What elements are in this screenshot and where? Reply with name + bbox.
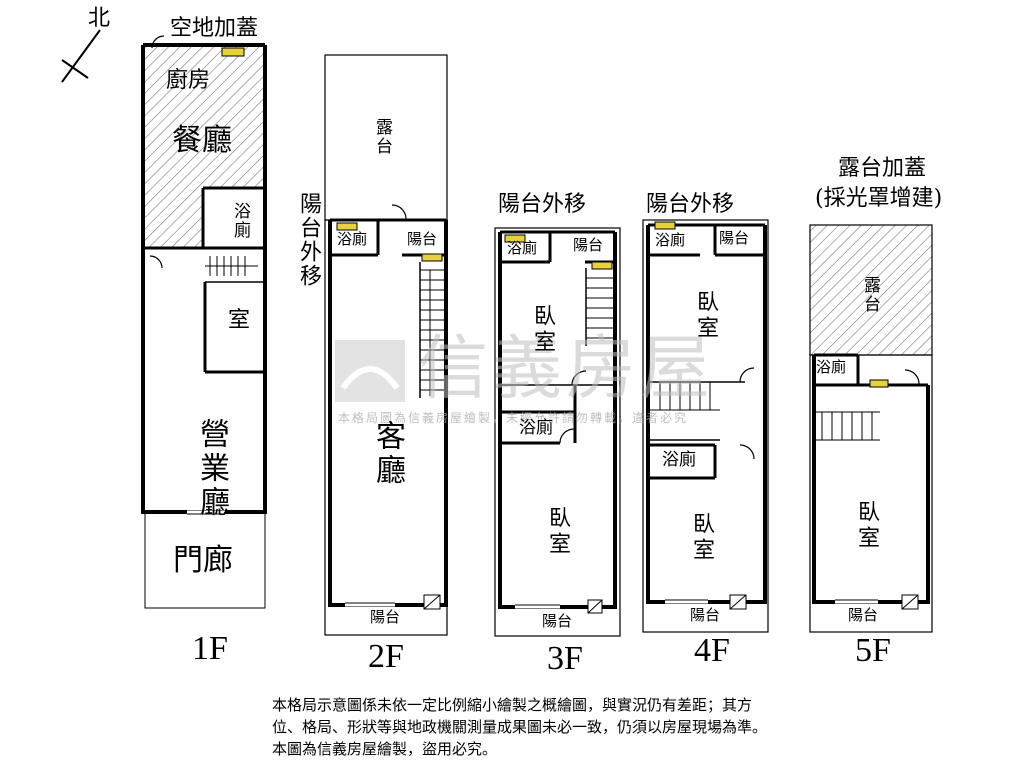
floor-4f-label: 4F	[694, 632, 730, 669]
f2-balcony-label: 陽台	[407, 230, 438, 248]
brand-logo-icon	[335, 340, 405, 402]
f5-annex-note: (採光罩增建)	[815, 186, 943, 211]
floor-1f-plan	[141, 35, 267, 609]
f4-bedroom-bottom-label: 臥室	[689, 512, 714, 564]
f1-business-hall-label: 營業廳	[194, 418, 229, 520]
f4-front-balcony-label: 陽台	[690, 606, 721, 624]
f5-annex-label: 露台加蓋	[838, 156, 927, 181]
floor-4f-plan	[642, 219, 769, 633]
f1-bath-label: 浴廁	[230, 202, 250, 240]
f4-bedroom-top-label: 臥室	[693, 290, 718, 342]
floor-2f-label: 2F	[368, 638, 404, 675]
watermark-brand: 信義房屋	[418, 327, 714, 409]
f2-front-balcony-label: 陽台	[370, 608, 401, 626]
f3-bath-mid-label: 浴廁	[519, 418, 553, 438]
f3-front-balcony-label: 陽台	[542, 612, 573, 630]
f2-bath-label: 浴廁	[337, 230, 368, 248]
f5-bedroom-label: 臥室	[854, 500, 879, 552]
f5-front-balcony-label: 陽台	[848, 606, 879, 624]
f1-kitchen-label: 廚房	[166, 68, 211, 93]
floor-3f-plan	[494, 227, 621, 637]
floor-3f-label: 3F	[547, 640, 583, 677]
f1-dining-label: 餐廳	[172, 123, 232, 158]
f3-bedroom-bottom-label: 臥室	[545, 506, 570, 558]
f4-balcony-moved-label: 陽台外移	[646, 192, 735, 217]
f5-terrace-label: 露台	[860, 276, 880, 314]
f1-porch-label: 門廊	[173, 543, 233, 578]
f4-balcony-label: 陽台	[719, 229, 750, 247]
floor-1f-label: 1F	[192, 630, 228, 667]
f5-bath-label: 浴廁	[816, 358, 847, 376]
floor-5f-label: 5F	[855, 632, 891, 669]
f3-balcony-moved-label: 陽台外移	[498, 192, 587, 217]
f4-bath-top-label: 浴廁	[655, 231, 686, 249]
f4-bath-mid-label: 浴廁	[662, 450, 696, 470]
watermark-subtext: 本格局圖為信義房屋繪製，未經允許請勿轉載，違者必究	[338, 411, 689, 425]
floor-5f-plan	[809, 224, 933, 633]
f2-balcony-moved-label: 陽台外移	[296, 192, 321, 288]
f3-balcony-label: 陽台	[573, 236, 604, 254]
disclaimer-footnote: 本格局示意圖係未依一定比例縮小繪製之概繪圖，與實況仍有差距；其方 位、格局、形狀…	[272, 694, 912, 760]
f3-bedroom-top-label: 臥室	[530, 304, 555, 356]
f3-bath-top-label: 浴廁	[507, 239, 538, 257]
footnote-line-2: 位、格局、形狀等與地政機關測量成果圖未必一致，仍須以房屋現場為準。	[272, 718, 768, 736]
compass-icon	[61, 29, 101, 83]
compass-label: 北	[88, 6, 111, 31]
floor-2f-plan	[324, 54, 448, 636]
f5-annex-hatch	[809, 224, 933, 356]
f2-terrace-label: 露台	[372, 118, 392, 156]
f1-room-label: 室	[228, 308, 251, 333]
f2-living-label: 客廳	[370, 420, 405, 488]
footnote-line-3: 本圖為信義房屋繪製，盜用必究。	[272, 740, 498, 758]
footnote-line-1: 本格局示意圖係未依一定比例縮小繪製之概繪圖，與實況仍有差距；其方	[272, 696, 753, 714]
f1-annex-label: 空地加蓋	[170, 16, 259, 41]
